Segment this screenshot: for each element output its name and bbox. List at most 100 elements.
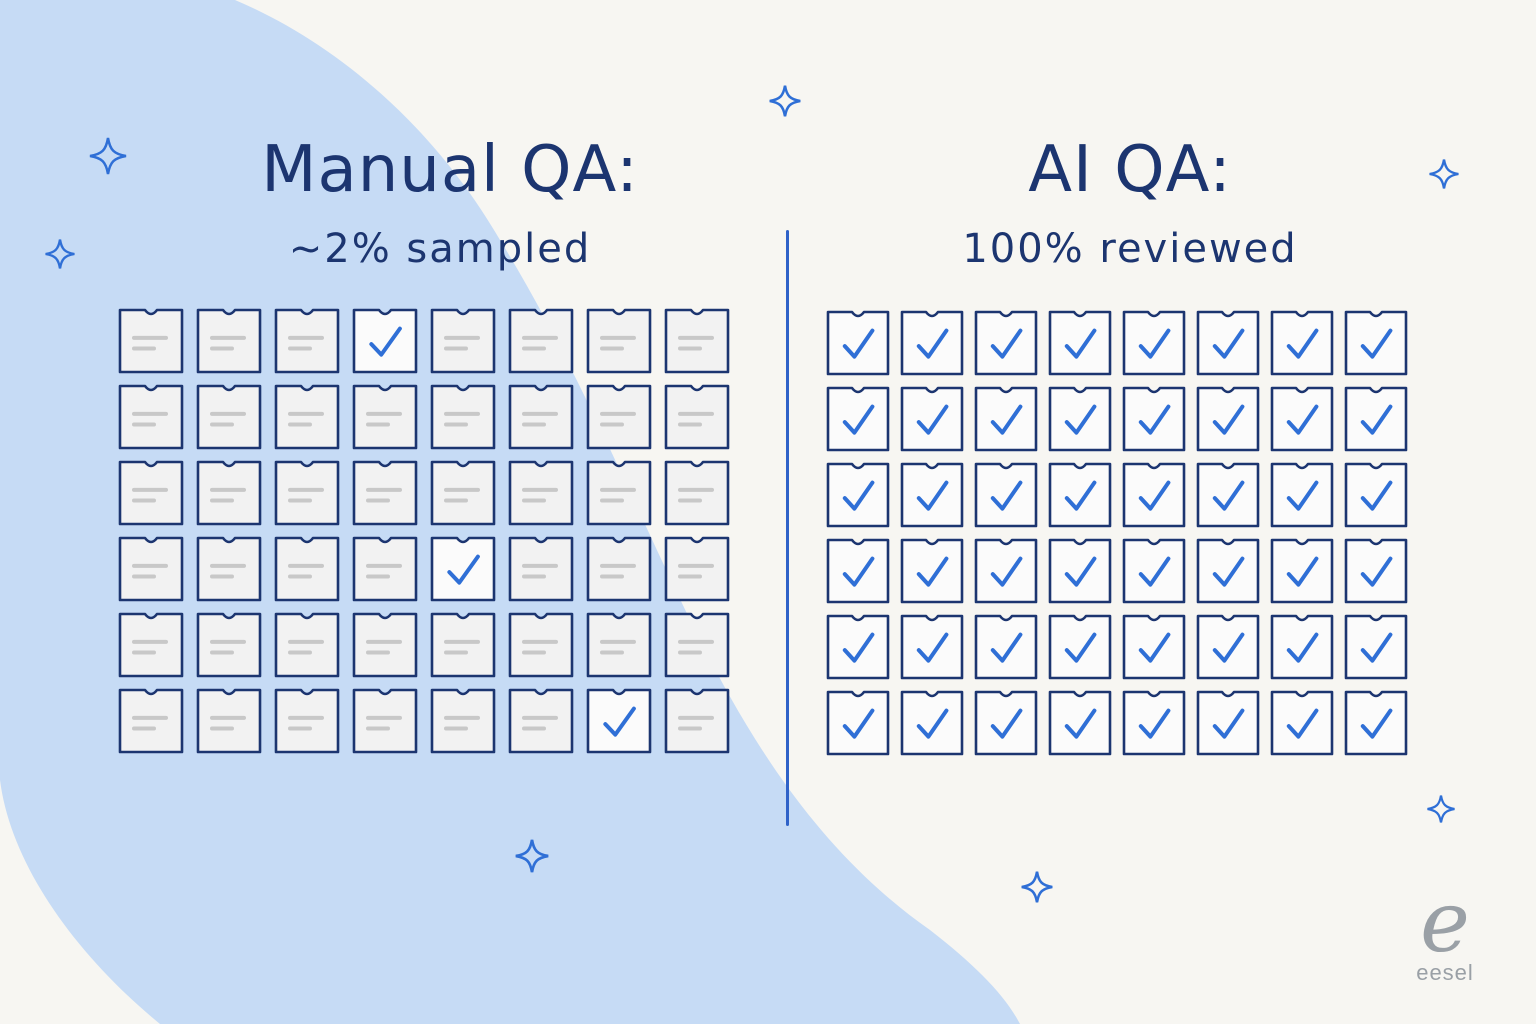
document-card-icon [974, 690, 1038, 756]
unreviewed-ticket-card [196, 308, 262, 374]
ai-qa-grid [826, 310, 1408, 756]
checkmark-icon [1212, 328, 1245, 359]
document-card-icon [1196, 310, 1260, 376]
unreviewed-ticket-card [430, 612, 496, 678]
reviewed-ticket-card [1122, 614, 1186, 680]
document-card-icon [974, 310, 1038, 376]
unreviewed-ticket-card [196, 384, 262, 450]
checkmark-icon [1064, 556, 1097, 587]
unreviewed-ticket-card [352, 536, 418, 602]
document-card-icon [900, 462, 964, 528]
document-card-icon [1122, 690, 1186, 756]
document-card-icon [430, 612, 496, 678]
document-card-icon [664, 384, 730, 450]
sparkle-icon [515, 839, 549, 873]
document-card-icon [664, 460, 730, 526]
document-card-icon [974, 462, 1038, 528]
reviewed-ticket-card [1344, 614, 1408, 680]
document-card-icon [118, 308, 184, 374]
sparkle-icon [1429, 159, 1459, 189]
checkmark-icon [1138, 632, 1171, 663]
reviewed-ticket-card [1196, 386, 1260, 452]
sparkle-icon [89, 137, 127, 175]
checkmark-icon [1360, 708, 1393, 739]
divider-line [786, 230, 789, 826]
reviewed-ticket-card [1122, 386, 1186, 452]
checkmark-icon [1138, 556, 1171, 587]
unreviewed-ticket-card [508, 460, 574, 526]
document-card-icon [196, 536, 262, 602]
unreviewed-ticket-card [118, 308, 184, 374]
document-card-icon [1270, 538, 1334, 604]
unreviewed-ticket-card [664, 536, 730, 602]
document-card-icon [508, 384, 574, 450]
unreviewed-ticket-card [274, 384, 340, 450]
reviewed-ticket-card [900, 462, 964, 528]
document-card-icon [1048, 386, 1112, 452]
checkmark-icon [1286, 480, 1319, 511]
unreviewed-ticket-card [586, 384, 652, 450]
reviewed-ticket-card [1048, 386, 1112, 452]
checkmark-icon [916, 328, 949, 359]
document-card-icon [664, 536, 730, 602]
reviewed-ticket-card [1270, 462, 1334, 528]
reviewed-ticket-card [586, 688, 652, 754]
reviewed-ticket-card [826, 690, 890, 756]
document-card-icon [196, 688, 262, 754]
checkmark-icon [1064, 708, 1097, 739]
document-card-icon [826, 386, 890, 452]
document-card-icon [826, 538, 890, 604]
document-card-icon [508, 688, 574, 754]
unreviewed-ticket-card [118, 688, 184, 754]
document-card-icon [196, 612, 262, 678]
reviewed-ticket-card [1270, 614, 1334, 680]
document-card-icon [586, 688, 652, 754]
reviewed-ticket-card [900, 386, 964, 452]
checkmark-icon [1286, 708, 1319, 739]
sparkle-icon [769, 85, 801, 117]
checkmark-icon [1138, 480, 1171, 511]
checkmark-icon [1360, 328, 1393, 359]
reviewed-ticket-card [826, 462, 890, 528]
checkmark-icon [1360, 632, 1393, 663]
checkmark-icon [990, 404, 1023, 435]
unreviewed-ticket-card [196, 460, 262, 526]
unreviewed-ticket-card [274, 688, 340, 754]
unreviewed-ticket-card [508, 308, 574, 374]
unreviewed-ticket-card [118, 536, 184, 602]
checkmark-icon [990, 632, 1023, 663]
document-card-icon [900, 310, 964, 376]
document-card-icon [1196, 538, 1260, 604]
document-card-icon [1196, 614, 1260, 680]
document-card-icon [118, 384, 184, 450]
document-card-icon [274, 460, 340, 526]
unreviewed-ticket-card [352, 612, 418, 678]
document-card-icon [196, 308, 262, 374]
reviewed-ticket-card [1344, 538, 1408, 604]
checkmark-icon [842, 632, 875, 663]
reviewed-ticket-card [974, 386, 1038, 452]
unreviewed-ticket-card [352, 460, 418, 526]
reviewed-ticket-card [1196, 538, 1260, 604]
reviewed-ticket-card [1344, 310, 1408, 376]
checkmark-icon [1064, 480, 1097, 511]
document-card-icon [900, 538, 964, 604]
document-card-icon [826, 462, 890, 528]
document-card-icon [1122, 386, 1186, 452]
document-card-icon [1122, 310, 1186, 376]
document-card-icon [664, 688, 730, 754]
unreviewed-ticket-card [430, 384, 496, 450]
checkmark-icon [1138, 708, 1171, 739]
checkmark-icon [990, 708, 1023, 739]
checkmark-icon [1286, 556, 1319, 587]
checkmark-icon [1212, 404, 1245, 435]
document-card-icon [1048, 310, 1112, 376]
document-card-icon [430, 308, 496, 374]
unreviewed-ticket-card [274, 536, 340, 602]
document-card-icon [974, 386, 1038, 452]
document-card-icon [1122, 462, 1186, 528]
unreviewed-ticket-card [586, 536, 652, 602]
document-card-icon [352, 308, 418, 374]
document-card-icon [664, 612, 730, 678]
document-card-icon [1048, 538, 1112, 604]
